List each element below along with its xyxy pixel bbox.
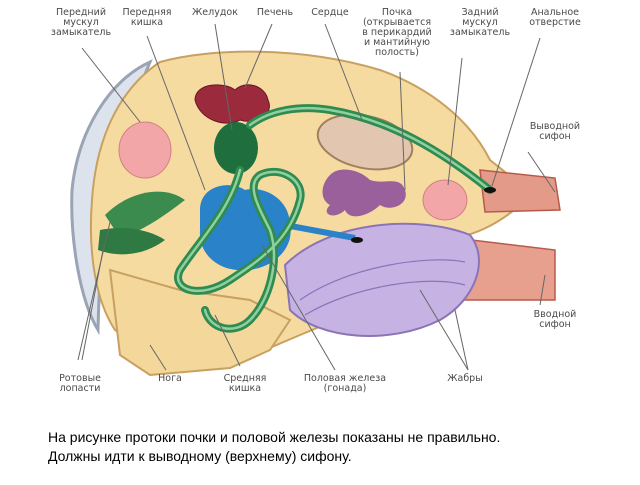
label-heart: Сердце (311, 7, 349, 18)
label-exhalant-siphon: Выводной сифон (529, 121, 581, 142)
leader-line (491, 37, 541, 187)
label-anus: Анальное отверстие (529, 7, 581, 28)
caption-line-2: Должны идти к выводному (верхнему) сифон… (48, 448, 352, 464)
leader-line (324, 23, 363, 121)
gonad-duct (284, 222, 356, 241)
anus-opening (484, 187, 496, 193)
label-liver: Печень (256, 7, 294, 18)
leader-line (539, 274, 546, 306)
labial-palps-shape (105, 191, 185, 238)
label-gonad: Половая железа (гонада) (303, 373, 387, 394)
stomach-shape (214, 122, 258, 174)
leader-line (447, 57, 463, 186)
leader-line (81, 47, 141, 123)
leader-lines (77, 23, 556, 371)
label-foregut: Передняя кишка (122, 7, 172, 28)
gill-line (299, 259, 466, 301)
label-posterior-adductor: Задний мускул замыкатель (449, 7, 511, 38)
leader-line (399, 71, 406, 191)
liver-shape (194, 84, 270, 124)
caption-line-1: На рисунке протоки почки и половой желез… (48, 429, 501, 445)
exhalant-siphon-shape (479, 169, 561, 213)
label-kidney: Почка (открывается в перикардий и мантий… (362, 7, 432, 58)
gill-line (304, 280, 466, 316)
leader-line (454, 309, 469, 371)
leader-line (81, 244, 105, 361)
label-midgut: Средняя кишка (223, 373, 267, 394)
duct-opening (351, 237, 363, 243)
leader-line (214, 23, 233, 131)
leader-line (214, 314, 241, 367)
label-anterior-adductor: Передний мускул замыкатель (50, 7, 112, 38)
label-stomach: Желудок (192, 7, 238, 18)
leader-line (149, 344, 167, 371)
labial-palps-shape (98, 228, 165, 255)
caption: На рисунке протоки почки и половой желез… (48, 428, 628, 466)
leader-line (77, 221, 111, 361)
label-labial-palps: Ротовые лопасти (59, 373, 101, 394)
leader-line (419, 289, 469, 371)
label-gills: Жабры (447, 373, 483, 384)
kidney-shape (322, 169, 406, 217)
leader-line (146, 35, 206, 191)
leader-line (261, 244, 336, 371)
posterior-adductor-shape (422, 179, 468, 221)
label-inhalant-siphon: Вводной сифон (533, 309, 577, 330)
leader-line (527, 151, 556, 193)
label-foot: Нога (158, 373, 182, 384)
leader-line (244, 23, 273, 89)
anterior-adductor-shape (118, 121, 172, 179)
